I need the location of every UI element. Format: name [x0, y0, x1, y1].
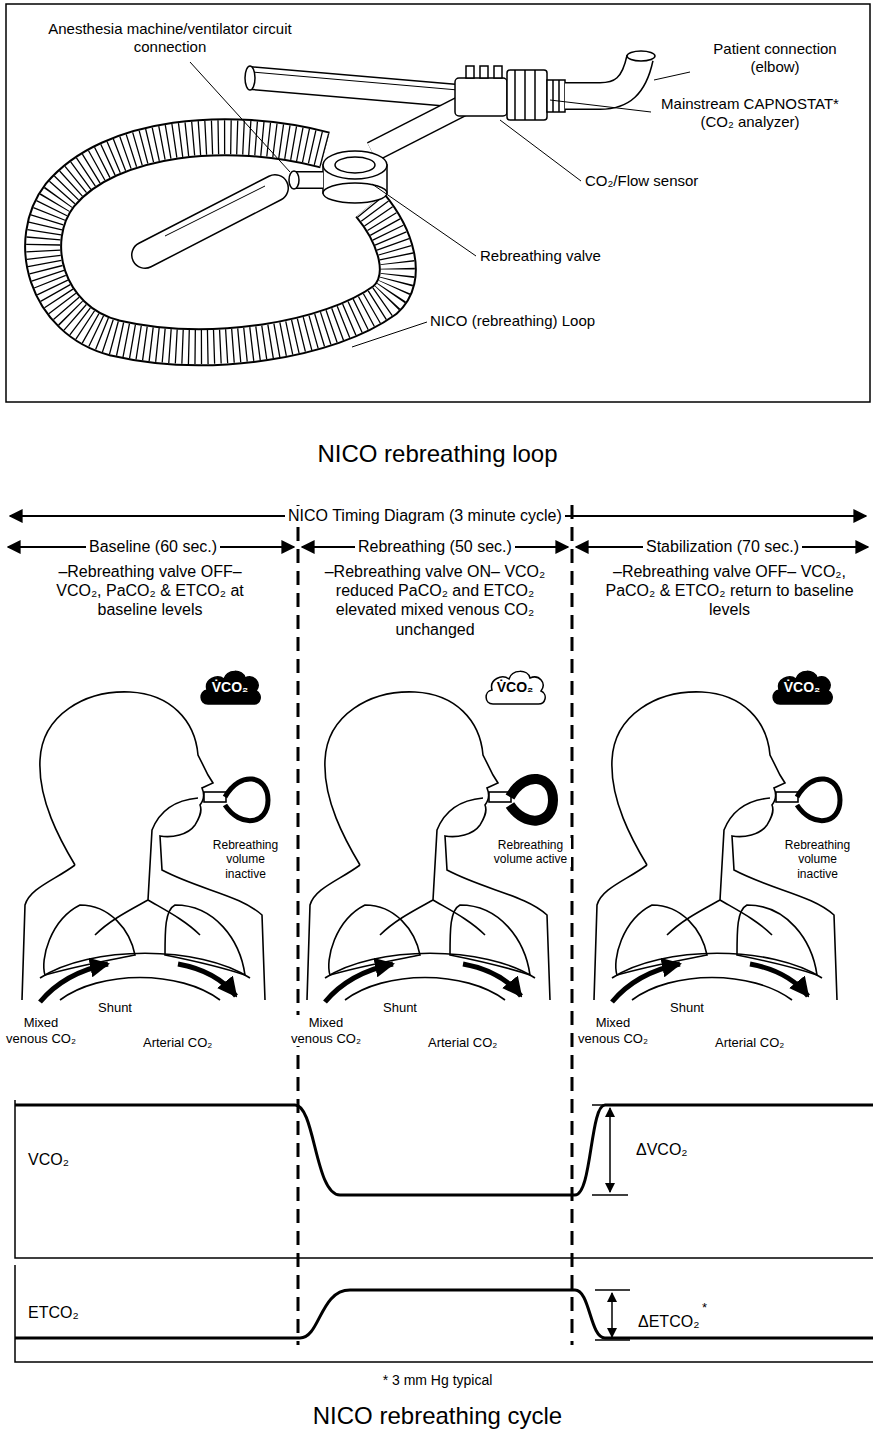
- anatomy-label: Shunt: [380, 1000, 420, 1016]
- part-label: CO₂/Flow sensor: [585, 172, 698, 190]
- patient-elbow: [565, 51, 655, 96]
- part-label: Patient connection (elbow): [695, 40, 855, 76]
- anatomy-label: Arterial CO₂: [425, 1035, 500, 1051]
- delta-cap: [592, 1105, 628, 1195]
- phase-description: –Rebreathing valve OFF– VCO₂, PaCO₂ & ET…: [50, 562, 250, 620]
- phase-label: Baseline (60 sec.): [86, 537, 220, 556]
- part-label: NICO (rebreathing) Loop: [430, 312, 595, 330]
- volume-label: Rebreathing volume inactive: [205, 838, 286, 881]
- anatomy-label: Arterial CO₂: [712, 1035, 787, 1051]
- anatomy-label: Mixed venous CO₂: [287, 1015, 365, 1046]
- delta-label: ΔVCO₂: [636, 1140, 688, 1159]
- delta-label: ΔETCO₂: [638, 1312, 699, 1331]
- leader-line: [190, 62, 690, 347]
- vco2-cloud: V̇CO₂: [770, 666, 834, 708]
- footnote: * 3 mm Hg typical: [0, 1372, 875, 1389]
- anatomy-label: Arterial CO₂: [140, 1035, 215, 1051]
- frame: [6, 4, 870, 402]
- part-label: Anesthesia machine/ventilator circuit co…: [45, 20, 295, 56]
- anatomy-label: Shunt: [667, 1000, 707, 1016]
- rebreathing-valve: [289, 151, 387, 203]
- cloud-text: V̇CO₂: [483, 666, 547, 708]
- delta-cap: [595, 1290, 630, 1340]
- anatomy-label: Shunt: [95, 1000, 135, 1016]
- graph-axis: [15, 1265, 873, 1362]
- figure-caption: NICO rebreathing loop: [0, 440, 875, 469]
- phase-label: Stabilization (70 sec.): [643, 537, 802, 556]
- vco2-cloud: V̇CO₂: [198, 666, 262, 708]
- anatomy-label: Mixed venous CO₂: [2, 1015, 80, 1046]
- circuit-tube: [245, 66, 462, 152]
- etco2-trace: [15, 1290, 873, 1338]
- volume-label: Rebreathing volume inactive: [777, 838, 858, 881]
- axis-label: VCO₂: [28, 1150, 69, 1169]
- graph-axis: [15, 1100, 873, 1258]
- phase-divider: [298, 505, 572, 1345]
- timing-title: NICO Timing Diagram (3 minute cycle): [285, 506, 565, 525]
- cloud-text: V̇CO₂: [770, 666, 834, 708]
- delta-arrow: [609, 1108, 611, 1192]
- cloud-text: V̇CO₂: [198, 666, 262, 708]
- rebreathing-loop: [43, 137, 398, 347]
- axis-label: ETCO₂: [28, 1303, 79, 1322]
- anatomy-label: Mixed venous CO₂: [574, 1015, 652, 1046]
- delta-arrow: [611, 1293, 613, 1337]
- part-label: Mainstream CAPNOSTAT* (CO₂ analyzer): [655, 95, 845, 131]
- phase-description: –Rebreathing valve ON– VCO₂ reduced PaCO…: [315, 562, 555, 639]
- co2-flow-sensor: [455, 66, 565, 120]
- phase-description: –Rebreathing valve OFF– VCO₂, PaCO₂ & ET…: [597, 562, 862, 620]
- vco2-cloud: V̇CO₂: [483, 666, 547, 708]
- footnote-mark: *: [702, 1300, 707, 1316]
- part-label: Rebreathing valve: [480, 247, 601, 265]
- phase-label: Rebreathing (50 sec.): [355, 537, 515, 556]
- volume-label: Rebreathing volume active: [490, 838, 571, 867]
- figure-caption: NICO rebreathing cycle: [0, 1402, 875, 1431]
- vco2-trace: [15, 1105, 873, 1195]
